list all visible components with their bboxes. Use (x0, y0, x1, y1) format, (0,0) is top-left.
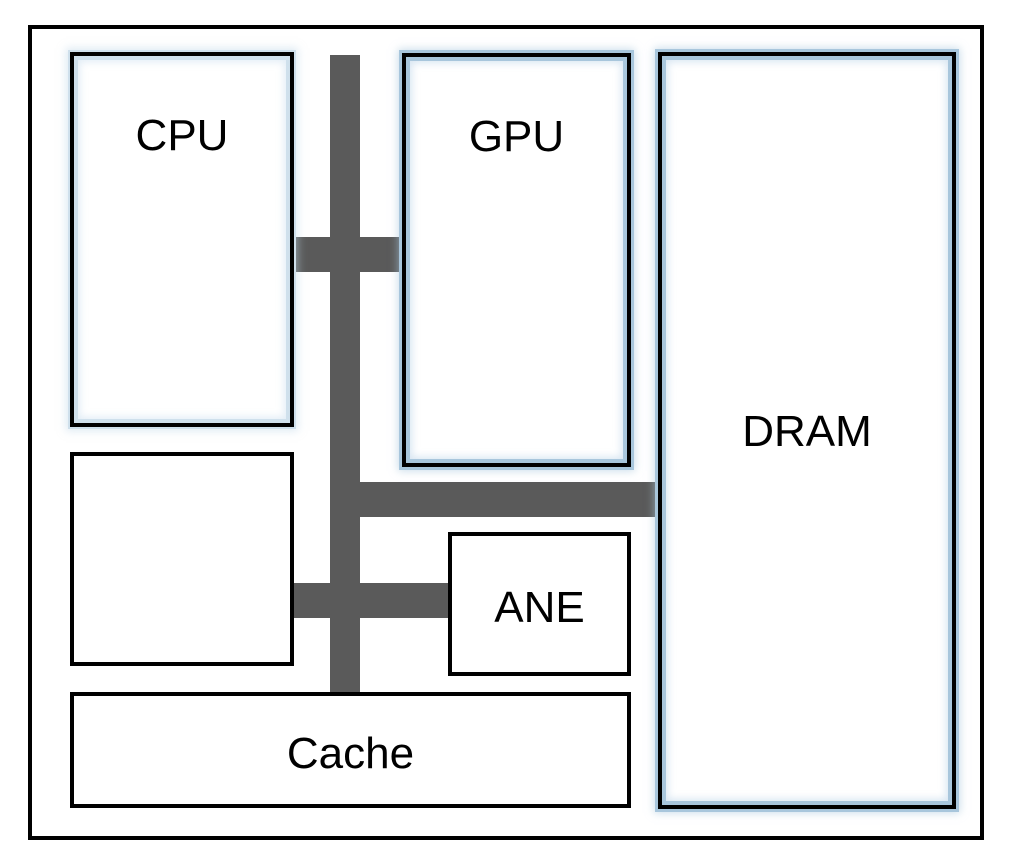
bus-dram-link (360, 482, 658, 517)
gpu-label: GPU (468, 112, 565, 161)
bus-ane-link (293, 583, 448, 618)
cpu-label: CPU (135, 111, 229, 160)
gpu-block: GPU (402, 53, 631, 467)
dram-label: DRAM (742, 407, 872, 456)
ane-label: ANE (494, 583, 585, 632)
dram-block: DRAM (658, 52, 956, 809)
unlabeled-block (70, 452, 294, 666)
soc-frame (28, 25, 984, 840)
cpu-block: CPU (70, 52, 294, 427)
ane-block: ANE (448, 532, 631, 676)
cache-block: Cache (70, 692, 631, 808)
bus-cpu-gpu-link (293, 237, 402, 272)
cache-label: Cache (286, 729, 415, 778)
